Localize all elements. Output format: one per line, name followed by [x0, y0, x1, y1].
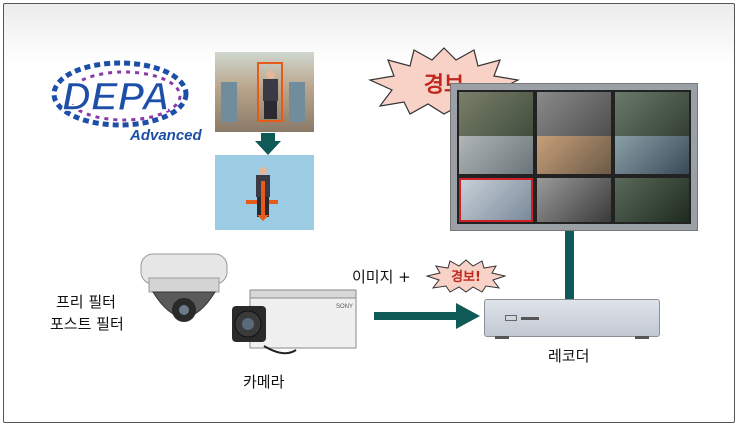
image-plus-label: 이미지 + — [352, 268, 411, 286]
camera-feed-9 — [615, 178, 689, 222]
camera-feed-alarm — [459, 178, 533, 222]
analysis-photo — [215, 155, 314, 230]
gate-left — [221, 82, 237, 122]
monitor-recorder-connector — [565, 231, 574, 301]
dome-camera-icon — [140, 253, 228, 322]
camera-brand: SONY — [336, 304, 353, 310]
camera-label: 카메라 — [243, 373, 285, 391]
recorder — [484, 299, 660, 339]
right-arrow-icon — [374, 303, 480, 329]
logo-text: DEPA — [62, 75, 170, 119]
depa-logo: DEPA Advanced — [51, 60, 203, 144]
recorder-label: 레코더 — [548, 347, 590, 365]
monitor — [450, 83, 698, 231]
camera-feed-4 — [459, 136, 533, 174]
detection-box — [257, 62, 283, 122]
post-filter-label: 포스트 필터 — [50, 315, 124, 333]
alarm-text-small: 경보! — [451, 269, 481, 285]
alarm-burst-small: 경보! — [426, 259, 506, 293]
logo-subtext: Advanced — [129, 127, 203, 144]
down-arrow-icon — [255, 133, 281, 155]
camera-feed-6 — [615, 136, 689, 174]
camera-feed-5 — [537, 136, 611, 174]
gate-right — [289, 82, 305, 122]
camera-feed-8 — [537, 178, 611, 222]
monitor-screen — [457, 90, 691, 224]
box-camera-icon: SONY — [232, 289, 357, 355]
detection-photo — [215, 52, 314, 132]
pre-filter-label: 프리 필터 — [56, 293, 116, 311]
